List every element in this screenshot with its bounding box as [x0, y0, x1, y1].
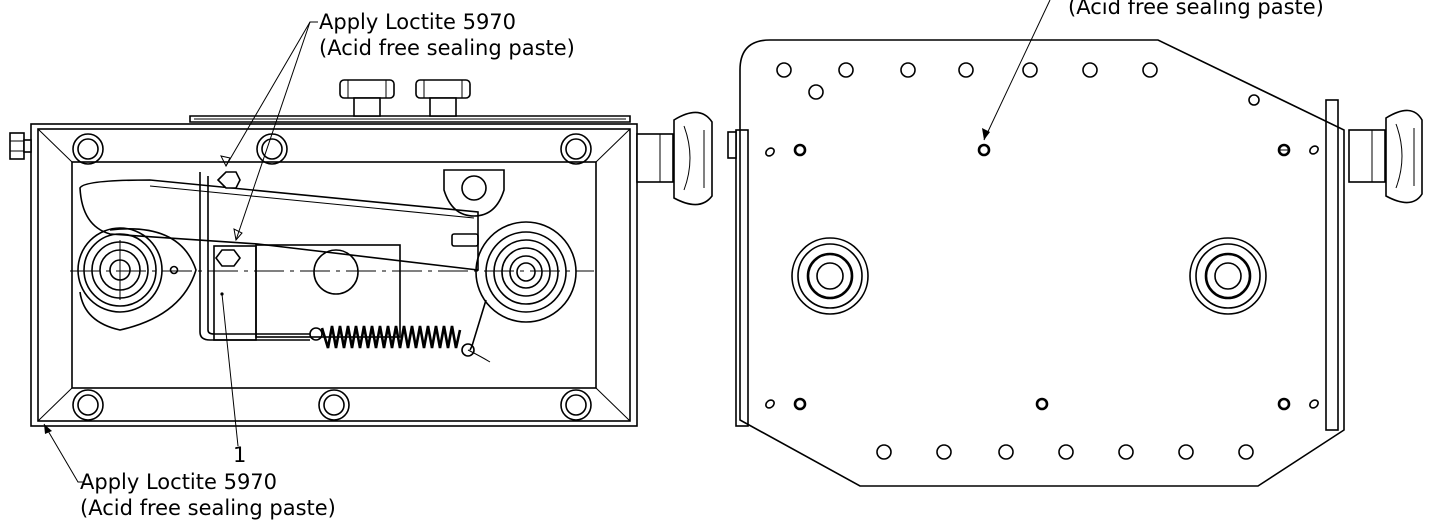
cover-left-boss	[791, 237, 869, 315]
housing-outer-frame	[30, 123, 638, 427]
left-pulley	[77, 227, 197, 331]
hex-nut-lower	[215, 249, 241, 267]
leader-item-1	[221, 293, 239, 447]
cover-right-flange	[1325, 99, 1339, 431]
leader-top-right	[983, 0, 1051, 141]
left-view-housing	[9, 79, 713, 427]
small-holes	[765, 143, 1319, 411]
tension-spring	[309, 325, 491, 363]
vertical-rod	[199, 172, 310, 341]
upper-bracket	[443, 169, 505, 247]
leader-bottom-left	[43, 423, 84, 483]
top-knob-right	[415, 79, 471, 117]
cover-right-handle	[1348, 109, 1423, 204]
bottom-hole-row	[876, 444, 1254, 460]
callout-top-right-line2: (Acid free sealing paste)	[1068, 0, 1324, 19]
top-knob-left	[339, 79, 395, 117]
leader-top-left-a	[225, 21, 318, 167]
cover-right-boss	[1189, 237, 1267, 315]
housing-flange	[37, 128, 631, 422]
housing-inner-cavity	[71, 161, 597, 389]
cover-plate-outline	[739, 39, 1345, 487]
right-pulley	[469, 221, 577, 351]
right-side-handle	[636, 111, 713, 206]
hex-nut-upper	[216, 171, 241, 189]
left-side-stud	[9, 132, 32, 160]
tension-arm	[79, 179, 479, 271]
right-view-cover	[727, 39, 1423, 487]
callout-bottom-left-line1: Apply Loctite 5970	[80, 470, 277, 494]
callout-top-left-line2: (Acid free sealing paste)	[319, 36, 575, 60]
callout-leaders	[43, 0, 1051, 483]
top-plate	[189, 115, 631, 123]
item-number-label: 1	[233, 443, 246, 467]
callout-top-left-line1: Apply Loctite 5970	[319, 10, 516, 34]
leader-top-left-b	[235, 21, 311, 241]
corner-bolts	[72, 133, 592, 421]
top-hole-row	[776, 62, 1260, 106]
callout-bottom-left-line2: (Acid free sealing paste)	[80, 496, 336, 520]
cover-left-flange	[735, 129, 749, 427]
